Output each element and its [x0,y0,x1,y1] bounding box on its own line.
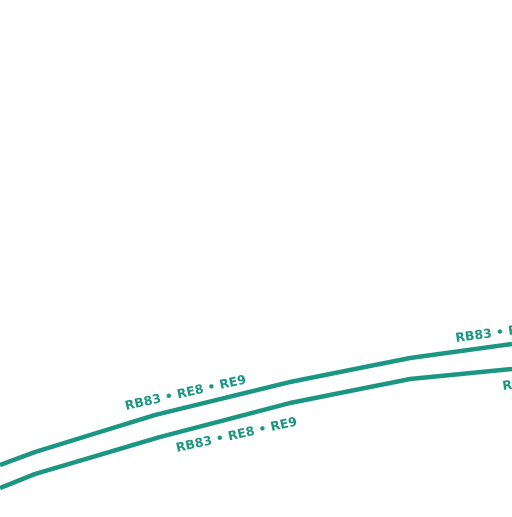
rail-line-upper[interactable] [0,341,512,468]
route-label-lower-left: RB83 • RE8 • RE9 [174,414,298,455]
rail-line-lower[interactable] [0,366,512,491]
route-label-lower-right: RB83 • RE8 • RE9 [501,362,512,393]
route-label-upper-right: RB83 • RE8 • RE9 [454,314,512,345]
